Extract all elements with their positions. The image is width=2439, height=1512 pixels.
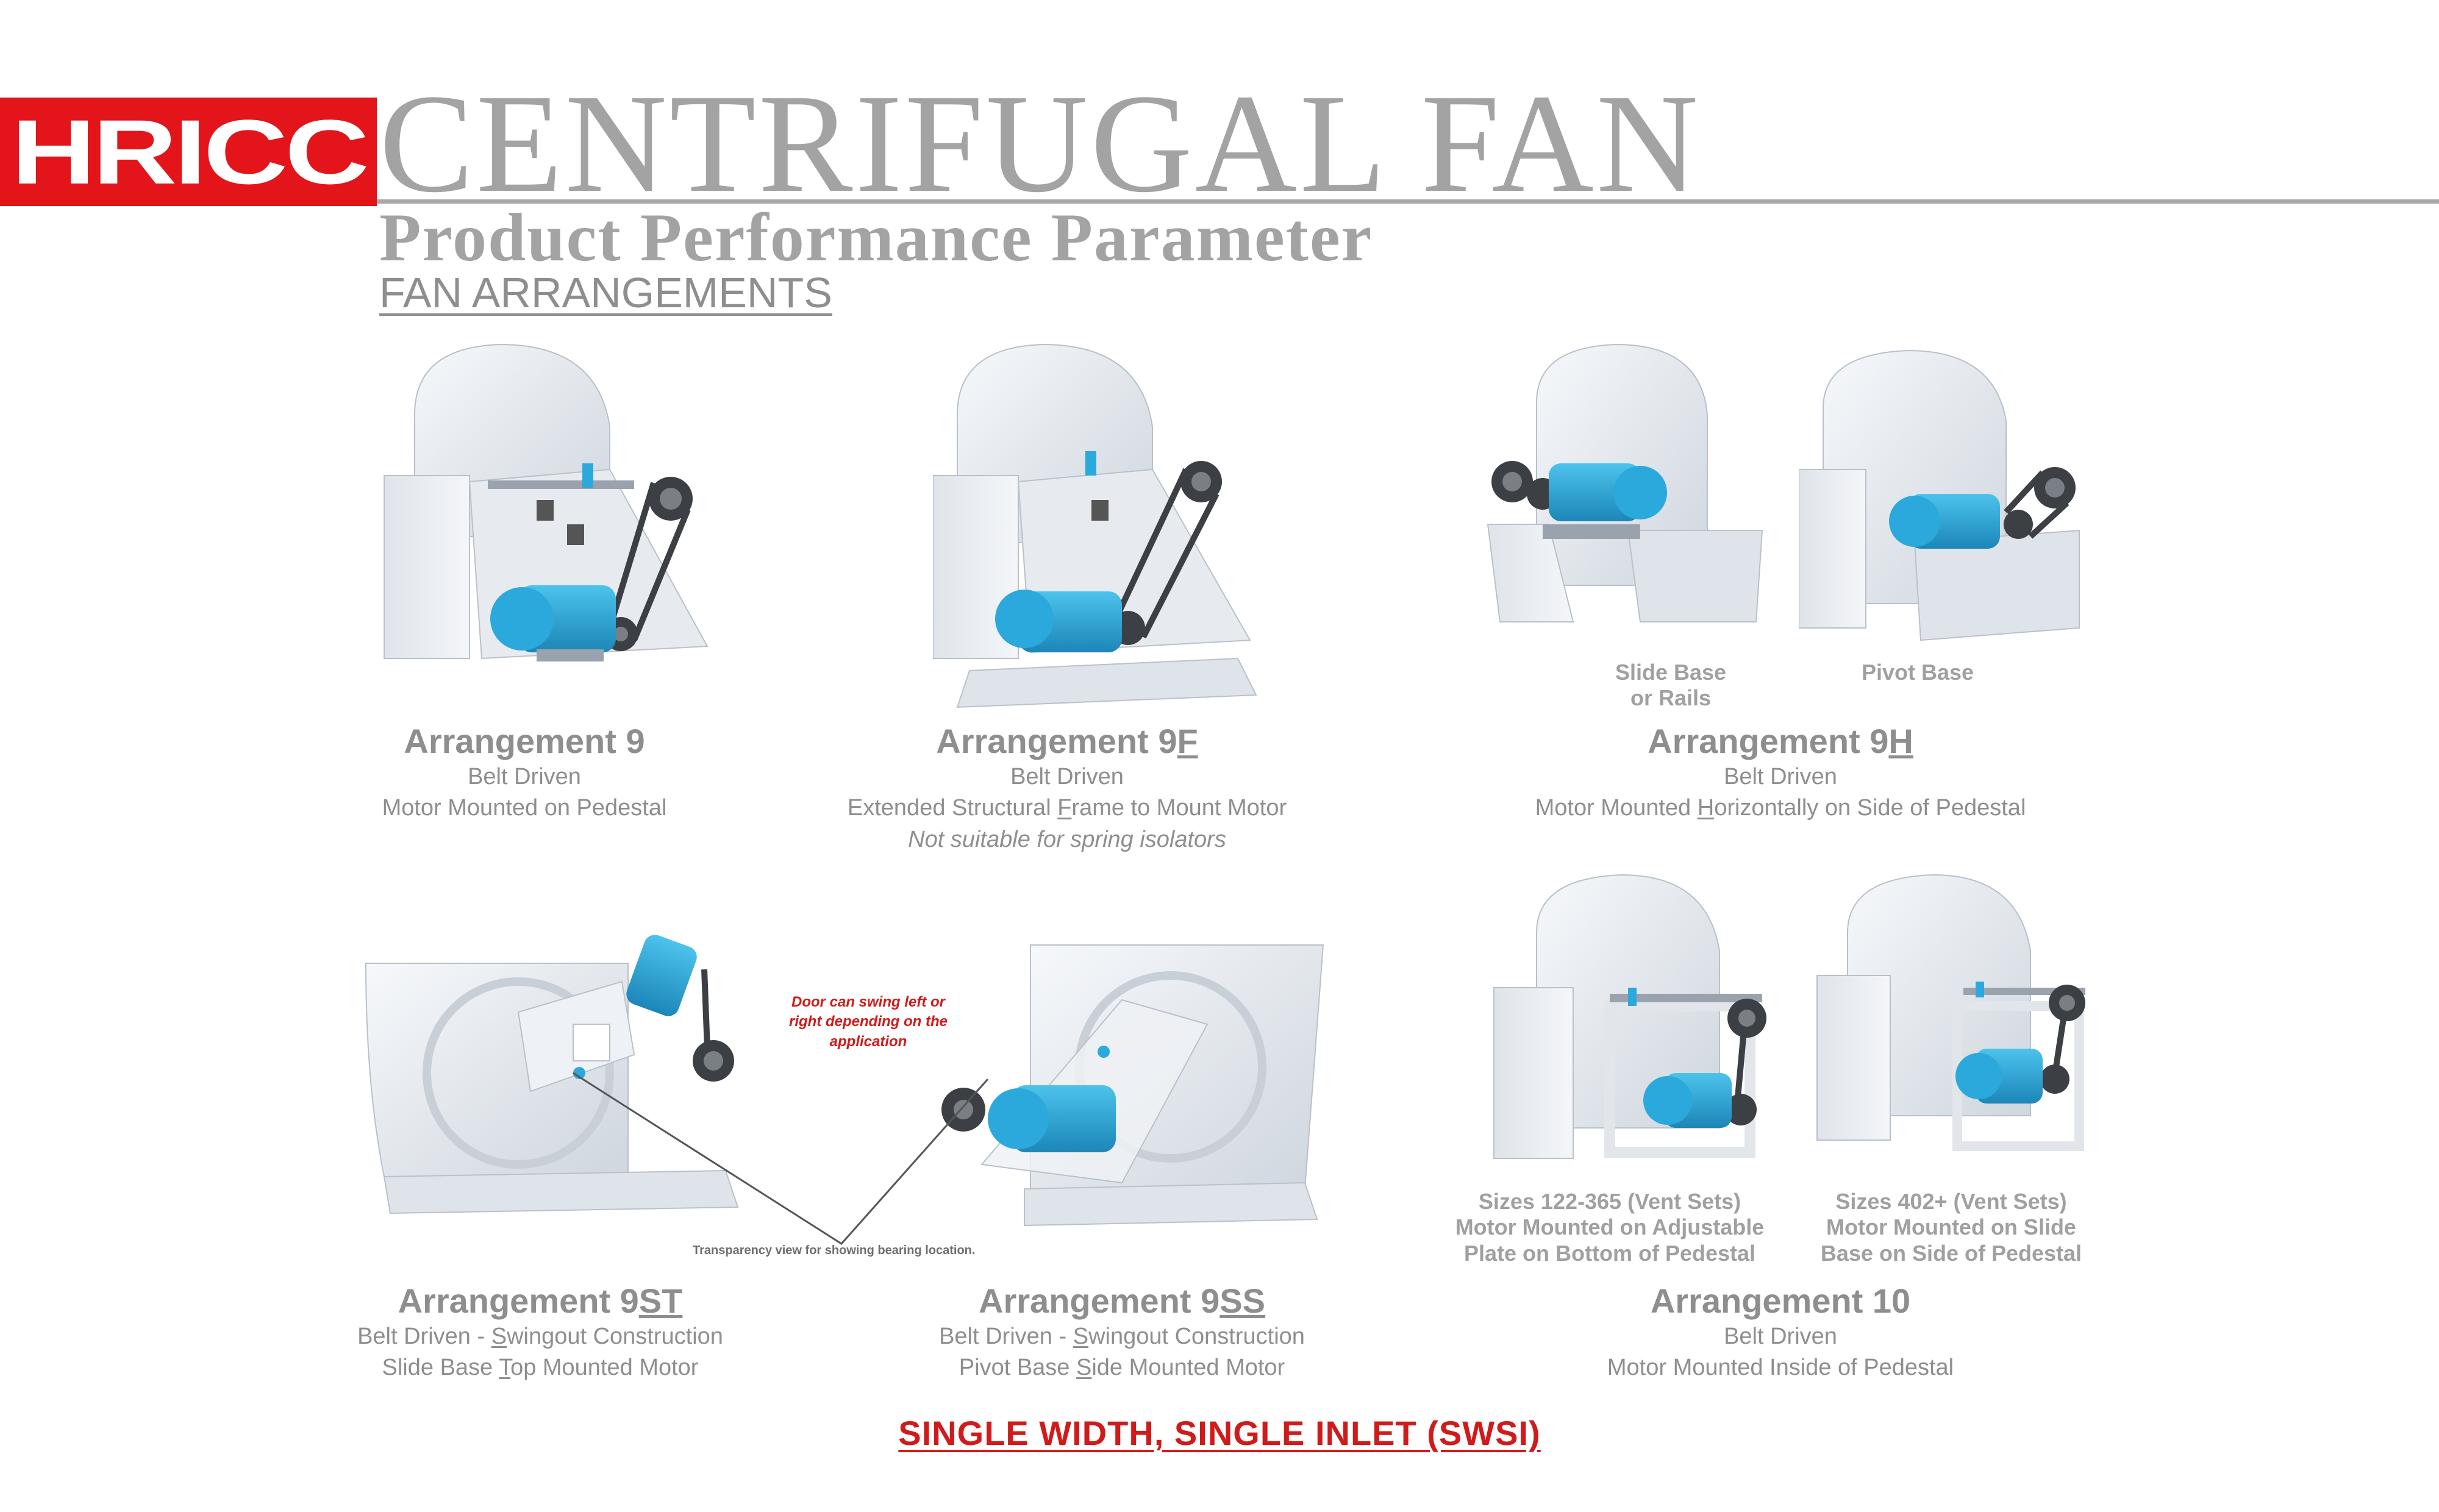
- arrangement-line: Slide Base Top Mounted Motor: [382, 1355, 699, 1381]
- arrangement-9h-slide-base-image: [1476, 341, 1768, 634]
- arrangement-name: Arrangement 9H: [1648, 722, 1913, 760]
- arrangement-line: Belt Driven: [1724, 1324, 1837, 1350]
- bearing-pointer-lines: [573, 1072, 989, 1245]
- arrangement-10-caption: Arrangement 10 Belt Driven Motor Mounted…: [1476, 1280, 2085, 1384]
- arrangement-line: Motor Mounted Horizontally on Side of Pe…: [1535, 795, 2026, 821]
- arrangement-9f-image: [933, 341, 1274, 713]
- arrangement-line: Belt Driven - Swingout Construction: [357, 1324, 723, 1350]
- arrangement-line: Belt Driven: [468, 764, 581, 790]
- vent-set-small-label: Sizes 122-365 (Vent Sets) Motor Mounted …: [1455, 1189, 1765, 1266]
- arrangement-line: Motor Mounted Inside of Pedestal: [1607, 1355, 1954, 1381]
- arrangement-9st-caption: Arrangement 9ST Belt Driven - Swingout C…: [296, 1280, 784, 1384]
- arrangement-9ss-caption: Arrangement 9SS Belt Driven - Swingout C…: [878, 1280, 1366, 1384]
- slide-base-label: Slide Base or Rails: [1615, 660, 1727, 711]
- arrangement-9h-pivot-base-image: [1799, 348, 2091, 652]
- arrangement-9-caption: Arrangement 9 Belt Driven Motor Mounted …: [341, 721, 707, 824]
- arrangement-line: Belt Driven: [1724, 764, 1837, 790]
- arrangement-9ss-image: [939, 933, 1329, 1232]
- arrangement-10-adjustable-plate-image: [1488, 872, 1780, 1177]
- transparency-note: Transparency view for showing bearing lo…: [693, 1244, 976, 1257]
- arrangement-line: Belt Driven: [1010, 764, 1124, 790]
- arrangement-line: Belt Driven - Swingout Construction: [939, 1324, 1305, 1350]
- arrangement-10-slide-base-image: [1811, 872, 2104, 1164]
- arrangement-name: Arrangement 9: [404, 722, 645, 760]
- arrangement-line: Motor Mounted on Pedestal: [382, 795, 667, 821]
- arrangement-line: Pivot Base Side Mounted Motor: [959, 1355, 1285, 1381]
- title-rule: [377, 199, 2439, 204]
- door-swing-note: Door can swing left or right depending o…: [789, 994, 948, 1050]
- arrangement-name: Arrangement 9SS: [979, 1282, 1265, 1320]
- section-heading: FAN ARRANGEMENTS: [379, 269, 832, 316]
- vent-set-large-label: Sizes 402+ (Vent Sets) Motor Mounted on …: [1820, 1189, 2082, 1266]
- arrangement-name: Arrangement 10: [1650, 1282, 1911, 1320]
- page-title: CENTRIFUGAL FAN: [379, 65, 1701, 222]
- pivot-base-label: Pivot Base: [1861, 660, 1974, 685]
- arrangement-note: Not suitable for spring isolators: [908, 826, 1226, 852]
- arrangement-line: Extended Structural Frame to Mount Motor: [847, 795, 1287, 821]
- arrangement-9h-caption: Arrangement 9H Belt Driven Motor Mounted…: [1476, 721, 2085, 824]
- page-subtitle: Product Performance Parameter: [379, 200, 1373, 276]
- swsi-footer: SINGLE WIDTH, SINGLE INLET (SWSI): [898, 1414, 1541, 1452]
- arrangement-9-image: [378, 341, 720, 695]
- arrangement-name: Arrangement 9F: [936, 722, 1198, 760]
- arrangement-name: Arrangement 9ST: [398, 1282, 683, 1320]
- arrangement-9f-caption: Arrangement 9F Belt Driven Extended Stru…: [762, 721, 1372, 855]
- hricc-logo: HRICC: [0, 98, 377, 206]
- arrangement-9st-image: [348, 933, 774, 1219]
